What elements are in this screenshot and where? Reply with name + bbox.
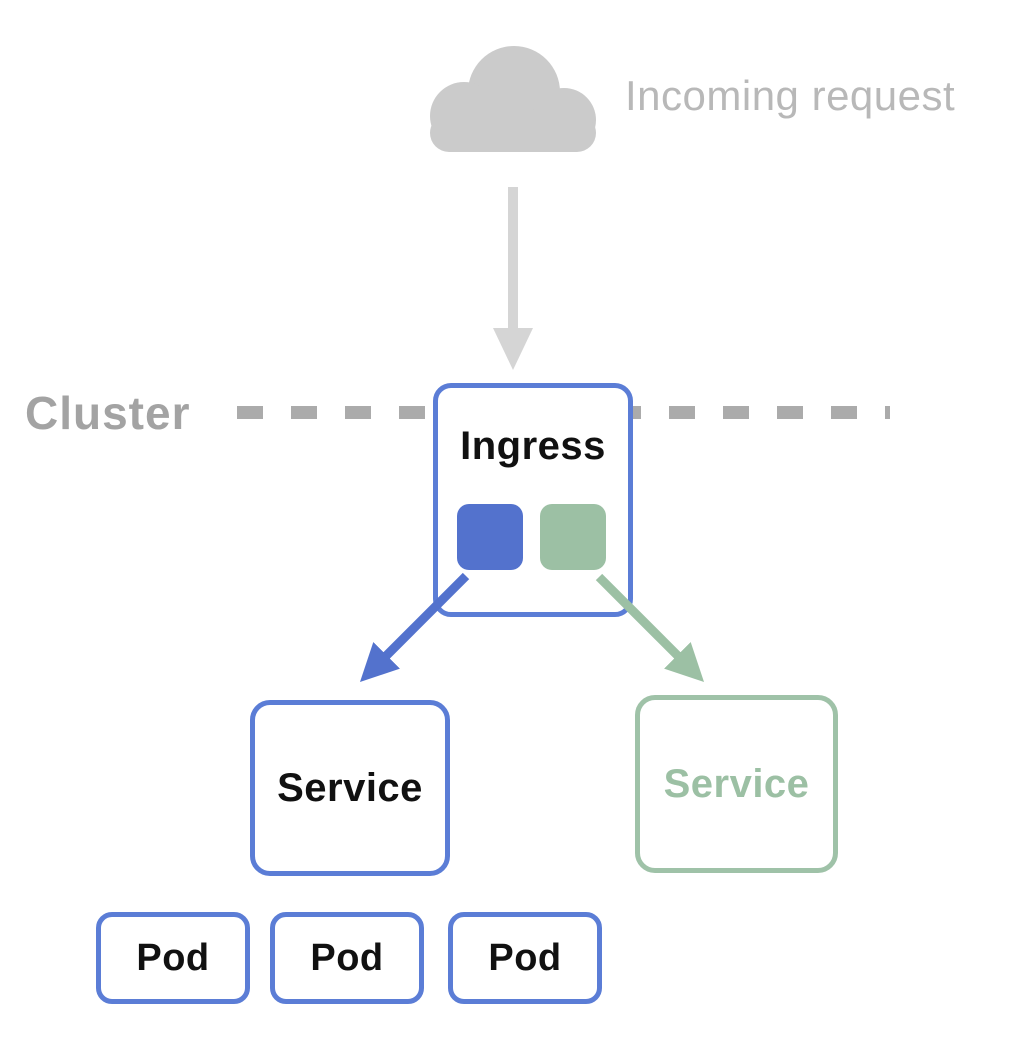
service-blue-label: Service xyxy=(277,765,423,810)
incoming-request-label: Incoming request xyxy=(625,72,956,119)
pod-node: Pod xyxy=(270,912,424,1004)
service-green-label: Service xyxy=(663,761,810,806)
ingress-blue-rule-swatch xyxy=(457,504,523,570)
pod-node: Pod xyxy=(448,912,602,1004)
ingress-green-rule-swatch xyxy=(540,504,606,570)
down-arrow-icon xyxy=(493,187,533,370)
service-node-blue: Service xyxy=(250,700,450,876)
cloud-icon xyxy=(430,46,596,152)
pod-label: Pod xyxy=(310,936,384,979)
ingress-label: Ingress xyxy=(460,424,606,468)
cluster-label: Cluster xyxy=(25,387,191,439)
pod-label: Pod xyxy=(488,936,562,979)
pod-label: Pod xyxy=(136,936,210,979)
ingress-node: Ingress xyxy=(433,383,633,617)
service-node-green: Service xyxy=(635,695,838,873)
pod-node: Pod xyxy=(96,912,250,1004)
